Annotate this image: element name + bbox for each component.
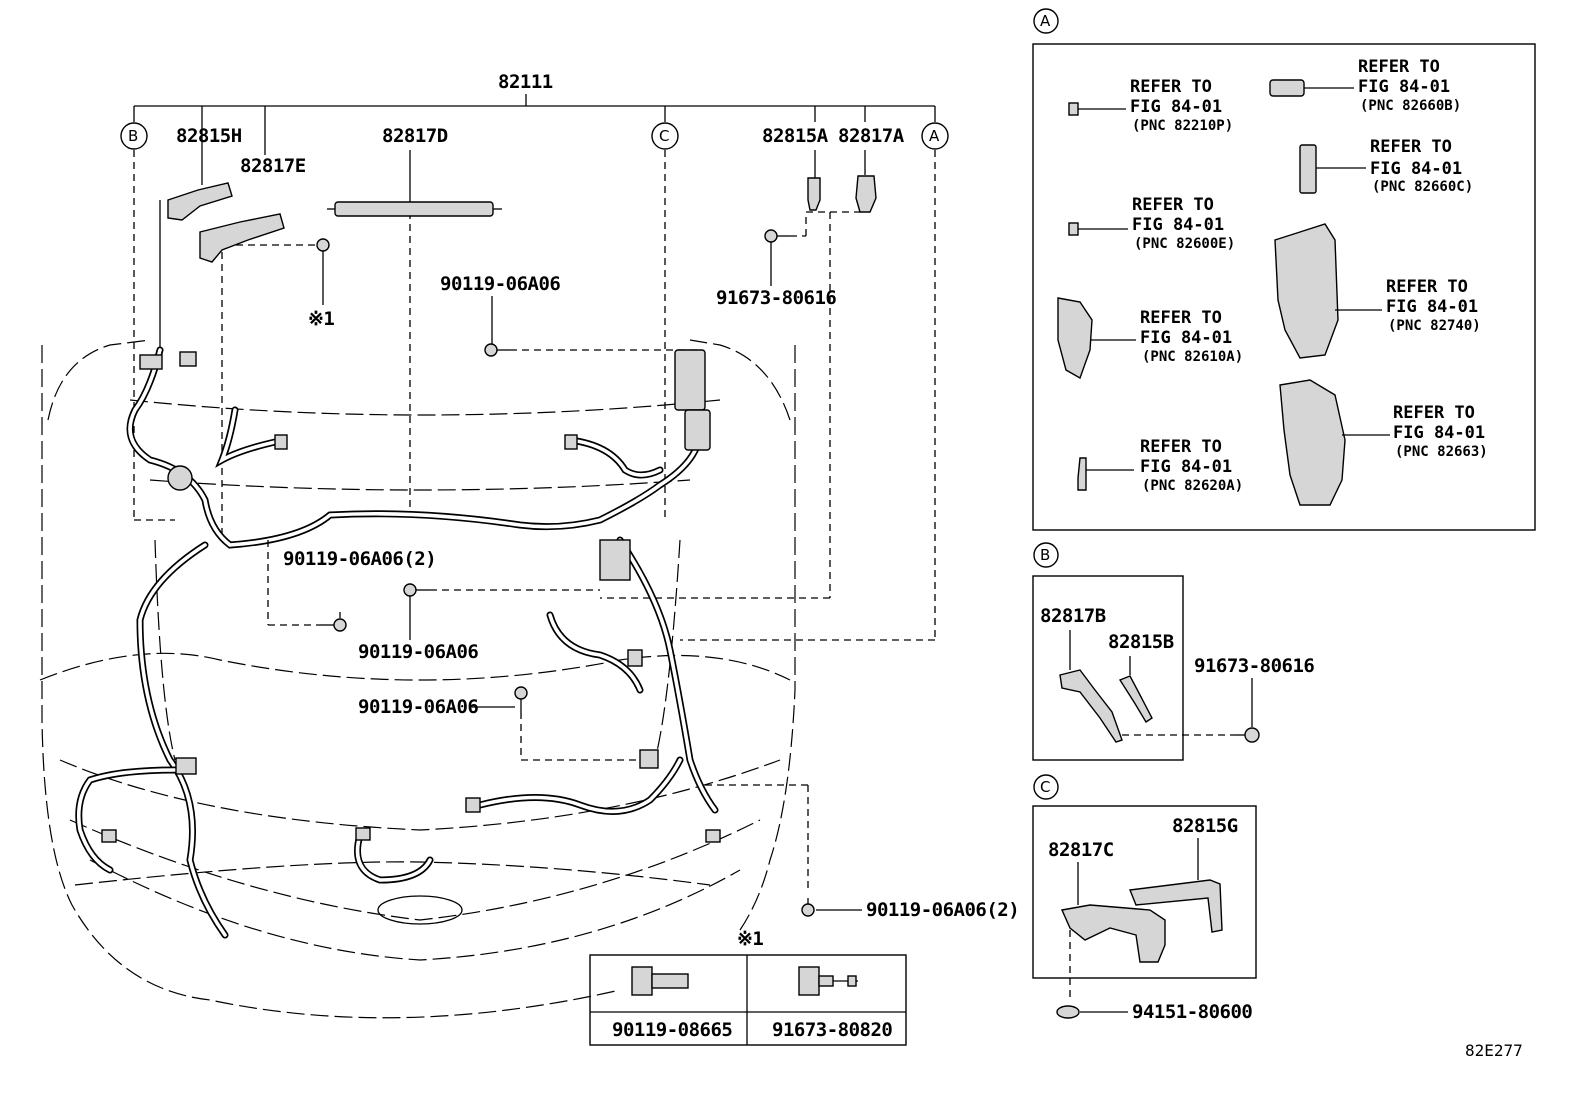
- svg-text:C: C: [1040, 778, 1050, 796]
- wire-harness: [75, 346, 721, 939]
- svg-text:FIG 84-01: FIG 84-01: [1386, 297, 1478, 317]
- svg-text:(PNC 82740): (PNC 82740): [1388, 318, 1481, 334]
- detail-b: B 82817B 82815B 91673-80616: [1032, 542, 1315, 761]
- svg-text:B: B: [128, 127, 138, 145]
- vehicle-outline: [39, 339, 796, 1019]
- svg-text:REFER TO: REFER TO: [1140, 437, 1222, 457]
- clip-icon: [1056, 1005, 1080, 1019]
- svg-text:FIG 84-01: FIG 84-01: [1140, 328, 1232, 348]
- svg-text:FIG 84-01: FIG 84-01: [1130, 97, 1222, 117]
- svg-text:REFER TO: REFER TO: [1130, 77, 1212, 97]
- svg-text:B: B: [1040, 546, 1050, 564]
- part-82815a: [807, 177, 821, 211]
- svg-text:FIG 84-01: FIG 84-01: [1370, 159, 1462, 179]
- label-82815g: 82815G: [1172, 815, 1238, 837]
- label-91673-80616-b: 91673-80616: [1194, 655, 1314, 677]
- svg-text:FIG 84-01: FIG 84-01: [1132, 215, 1224, 235]
- note-table-cell-2: 91673-80820: [772, 1019, 892, 1041]
- svg-text:FIG 84-01: FIG 84-01: [1140, 457, 1232, 477]
- note-mark-bottom: ※1: [737, 928, 763, 950]
- callout-a-top: A: [921, 122, 949, 150]
- bolt-icon: [484, 343, 510, 357]
- bolt-icon: [514, 686, 528, 712]
- svg-text:FIG 84-01: FIG 84-01: [1358, 77, 1450, 97]
- detail-c: C 82817C 82815G 94151-80600: [1032, 774, 1257, 1023]
- svg-text:REFER TO: REFER TO: [1140, 308, 1222, 328]
- label-90119-06a06-2-bottom: 90119-06A06(2): [866, 899, 1019, 921]
- svg-text:REFER TO: REFER TO: [1393, 403, 1475, 423]
- label-82817a: 82817A: [838, 125, 905, 147]
- label-82815a: 82815A: [762, 125, 829, 147]
- svg-text:(PNC 82663): (PNC 82663): [1395, 444, 1488, 460]
- label-82111: 82111: [498, 71, 553, 93]
- part-82817e: [199, 213, 285, 263]
- label-82815b: 82815B: [1108, 631, 1174, 653]
- label-82817c: 82817C: [1048, 839, 1114, 861]
- label-90119-06a06-lower: 90119-06A06: [358, 696, 478, 718]
- label-90119-06a06-top: 90119-06A06: [440, 273, 560, 295]
- svg-text:FIG 84-01: FIG 84-01: [1393, 423, 1485, 443]
- bolt-icon: [798, 966, 858, 996]
- label-90119-06a06-center: 90119-06A06: [358, 641, 478, 663]
- note-table: 90119-08665 91673-80820: [589, 954, 907, 1046]
- detail-a: A REFER TO FIG 84-01 (PNC 82210P) REFER …: [1032, 8, 1536, 531]
- callout-b-top: B: [120, 122, 148, 150]
- part-82817a: [855, 175, 877, 213]
- svg-text:A: A: [929, 127, 940, 145]
- label-82817e: 82817E: [240, 155, 306, 177]
- bolt-icon: [801, 898, 815, 917]
- callout-c-top: C: [651, 122, 679, 150]
- svg-text:(PNC 82620A): (PNC 82620A): [1142, 478, 1243, 494]
- svg-text:C: C: [659, 127, 669, 145]
- svg-text:REFER TO: REFER TO: [1132, 195, 1214, 215]
- bolt-icon: [403, 583, 430, 597]
- label-90119-06a06-2-mid: 90119-06A06(2): [283, 548, 436, 570]
- svg-text:(PNC 82660B): (PNC 82660B): [1360, 98, 1461, 114]
- label-82817d: 82817D: [382, 125, 448, 147]
- main-bracket: 82111: [133, 71, 936, 155]
- bolt-icon: [1235, 727, 1260, 743]
- note-mark: ※1: [308, 308, 334, 330]
- note-table-cell-1: 90119-08665: [612, 1019, 732, 1041]
- bolt-icon: [316, 238, 330, 262]
- svg-text:(PNC 82600E): (PNC 82600E): [1134, 236, 1235, 252]
- label-82817b: 82817B: [1040, 605, 1106, 627]
- svg-text:REFER TO: REFER TO: [1386, 277, 1468, 297]
- part-82815h: [167, 182, 233, 221]
- part-82817d: [327, 201, 502, 217]
- svg-text:(PNC 82210P): (PNC 82210P): [1132, 118, 1233, 134]
- svg-text:A: A: [1040, 12, 1051, 30]
- label-91673-80616: 91673-80616: [716, 287, 836, 309]
- bolt-icon: [631, 966, 689, 996]
- bolt-icon: [764, 229, 790, 243]
- svg-text:(PNC 82610A): (PNC 82610A): [1142, 349, 1243, 365]
- svg-text:REFER TO: REFER TO: [1370, 137, 1452, 157]
- svg-text:REFER TO: REFER TO: [1358, 57, 1440, 77]
- figure-code: 82E277: [1465, 1041, 1523, 1060]
- label-94151-80600: 94151-80600: [1132, 1001, 1252, 1023]
- label-82815h: 82815H: [176, 125, 242, 147]
- svg-text:(PNC 82660C): (PNC 82660C): [1372, 179, 1473, 195]
- bolt-icon: [320, 618, 347, 632]
